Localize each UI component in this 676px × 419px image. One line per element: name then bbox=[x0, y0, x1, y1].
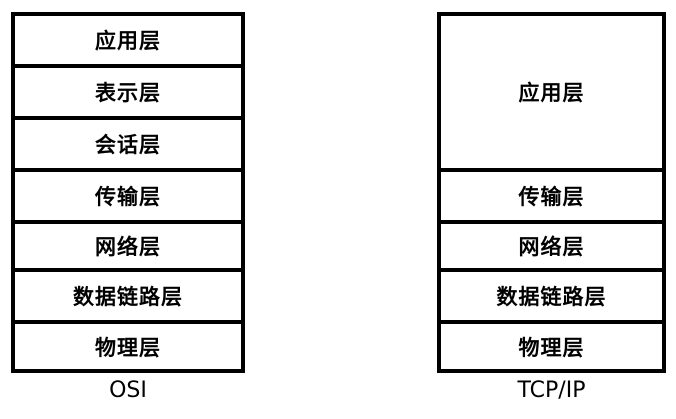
osi-model-stack: 应用层 表示层 会话层 传输层 网络层 数据链路层 物理层 bbox=[11, 12, 245, 373]
tcp-transport-layer: 传输层 bbox=[437, 168, 666, 224]
osi-presentation-layer: 表示层 bbox=[11, 64, 245, 120]
tcp-ip-model-stack: 应用层 传输层 网络层 数据链路层 物理层 bbox=[437, 12, 666, 373]
osi-session-layer: 会话层 bbox=[11, 116, 245, 172]
tcp-application-layer: 应用层 bbox=[437, 12, 666, 172]
tcp-data-link-layer: 数据链路层 bbox=[437, 268, 666, 324]
osi-caption: OSI bbox=[109, 378, 147, 403]
osi-application-layer: 应用层 bbox=[11, 12, 245, 68]
osi-physical-layer: 物理层 bbox=[11, 320, 245, 373]
osi-data-link-layer: 数据链路层 bbox=[11, 268, 245, 324]
tcp-network-layer: 网络层 bbox=[437, 220, 666, 272]
tcp-physical-layer: 物理层 bbox=[437, 320, 666, 373]
osi-network-layer: 网络层 bbox=[11, 220, 245, 272]
tcp-ip-caption: TCP/IP bbox=[517, 378, 586, 403]
osi-transport-layer: 传输层 bbox=[11, 168, 245, 224]
